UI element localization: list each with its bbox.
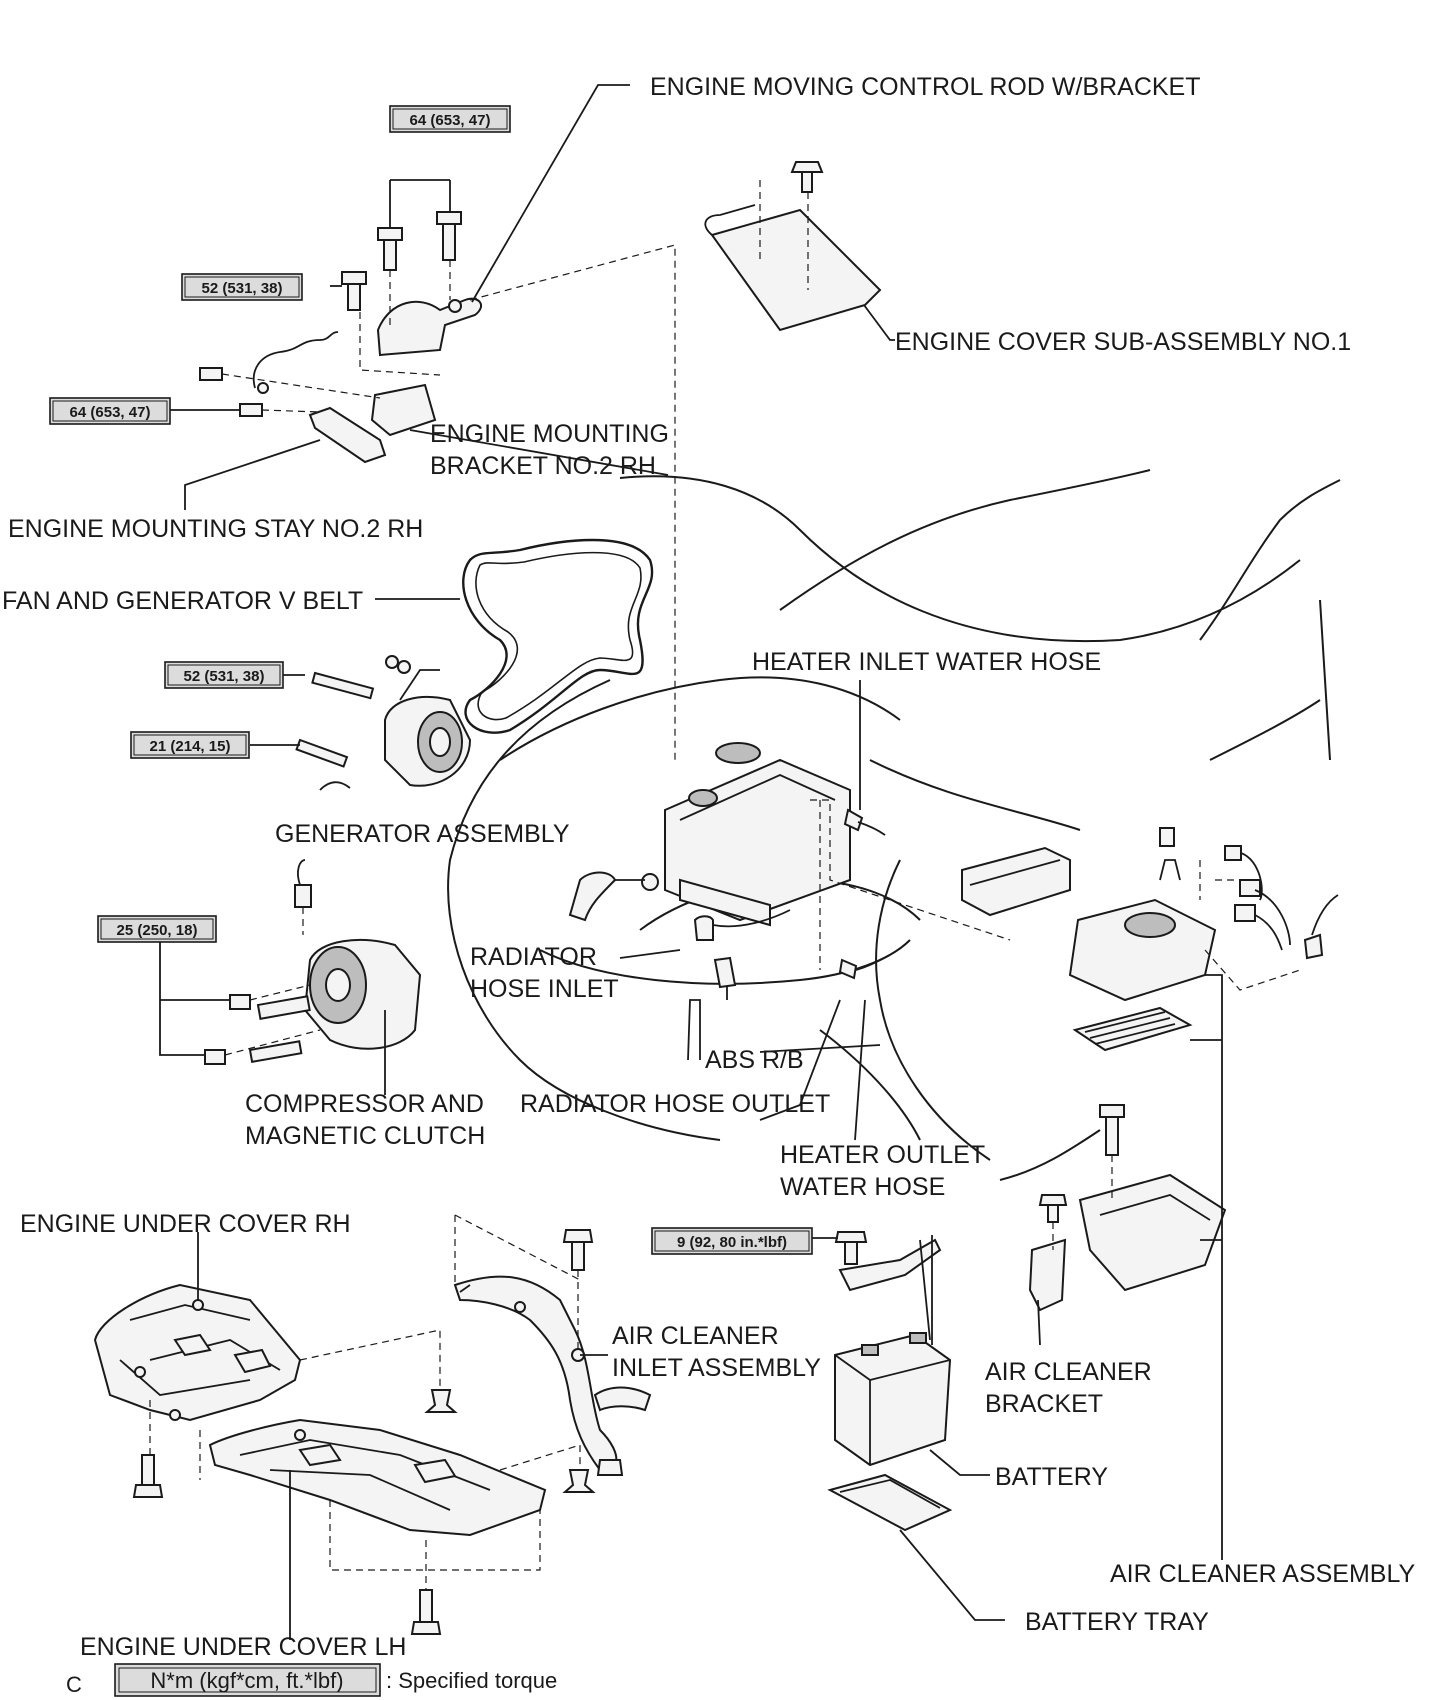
label-air-inlet-line2: INLET ASSEMBLY [612, 1354, 821, 1382]
label-radiator-outlet: RADIATOR HOSE OUTLET [520, 1090, 830, 1118]
svg-text:64 (653, 47): 64 (653, 47) [410, 112, 491, 129]
leader-lines [184, 429, 881, 1141]
label-air-bracket-line2: BRACKET [985, 1390, 1103, 1418]
label-engine-cover: ENGINE COVER SUB-ASSEMBLY NO.1 [895, 328, 1351, 356]
legend-unit: N*m (kgf*cm, ft.*lbf) [150, 1668, 343, 1693]
svg-text:25 (250, 18): 25 (250, 18) [117, 922, 198, 939]
torque-spec-64-top: 64 (653, 47) [389, 105, 511, 133]
svg-text:9 (92, 80 in.*lbf): 9 (92, 80 in.*lbf) [677, 1234, 787, 1251]
label-air-inlet-line1: AIR CLEANER [612, 1322, 779, 1350]
torque-spec-9-battery: 9 (92, 80 in.*lbf) [651, 1227, 813, 1255]
svg-text:52 (531, 38): 52 (531, 38) [202, 280, 283, 297]
torque-legend: C N*m (kgf*cm, ft.*lbf) : Specified torq… [66, 1663, 557, 1697]
label-mount-bracket-line2: BRACKET NO.2 RH [430, 452, 656, 480]
air-inlet-graphic [453, 1214, 652, 1476]
label-battery-tray: BATTERY TRAY [1025, 1608, 1209, 1636]
label-compressor-line1: COMPRESSOR AND [245, 1090, 484, 1118]
generator-graphic [250, 655, 472, 791]
under-covers-graphic [93, 1232, 596, 1640]
label-mount-bracket-line1: ENGINE MOUNTING [430, 420, 669, 448]
svg-text:52 (531, 38): 52 (531, 38) [184, 668, 265, 685]
torque-spec-64-stay: 64 (653, 47) [49, 397, 171, 425]
label-air-bracket-line1: AIR CLEANER [985, 1358, 1152, 1386]
label-mount-stay: ENGINE MOUNTING STAY NO.2 RH [8, 515, 423, 543]
label-under-cover-rh: ENGINE UNDER COVER RH [20, 1210, 351, 1238]
torque-spec-52-generator: 52 (531, 38) [164, 661, 284, 689]
label-battery: BATTERY [995, 1463, 1108, 1491]
leader-control-rod [471, 84, 630, 303]
heater-inlet-hose-graphic [810, 680, 1011, 970]
abs-relay-block-graphic [713, 846, 1071, 1000]
engine-block [664, 742, 851, 927]
label-generator: GENERATOR ASSEMBLY [275, 820, 570, 848]
label-heater-inlet: HEATER INLET WATER HOSE [752, 648, 1101, 676]
air-cleaner-graphic [1028, 827, 1339, 1455]
vehicle-body-outline [447, 469, 1341, 1181]
mounting-parts-cluster [170, 179, 676, 760]
label-abs-rb: ABS R/B [705, 1046, 804, 1074]
label-compressor-line2: MAGNETIC CLUTCH [245, 1122, 485, 1150]
battery-graphic [812, 1231, 1005, 1621]
engine-cover-graphic [704, 161, 895, 341]
torque-spec-52-top: 52 (531, 38) [181, 273, 303, 301]
label-under-cover-lh: ENGINE UNDER COVER LH [80, 1633, 406, 1661]
compressor-graphic [159, 859, 422, 1095]
label-radiator-inlet-line1: RADIATOR [470, 943, 597, 971]
svg-text:21 (214, 15): 21 (214, 15) [150, 738, 231, 755]
label-radiator-inlet-line2: HOSE INLET [470, 975, 619, 1003]
radiator-hoses-graphic [568, 871, 891, 980]
label-heater-outlet-line2: WATER HOSE [780, 1173, 945, 1201]
torque-spec-21-generator: 21 (214, 15) [130, 731, 250, 759]
label-control-rod: ENGINE MOVING CONTROL ROD W/BRACKET [650, 73, 1201, 101]
label-heater-outlet-line1: HEATER OUTLET [780, 1141, 985, 1169]
legend-meaning: : Specified torque [386, 1668, 557, 1693]
label-air-cleaner: AIR CLEANER ASSEMBLY [1110, 1560, 1416, 1588]
label-v-belt: FAN AND GENERATOR V BELT [2, 587, 363, 615]
torque-spec-25-compressor: 25 (250, 18) [97, 915, 217, 943]
svg-text:64 (653, 47): 64 (653, 47) [70, 404, 151, 421]
v-belt-graphic [462, 538, 654, 734]
legend-code: C [66, 1672, 82, 1697]
